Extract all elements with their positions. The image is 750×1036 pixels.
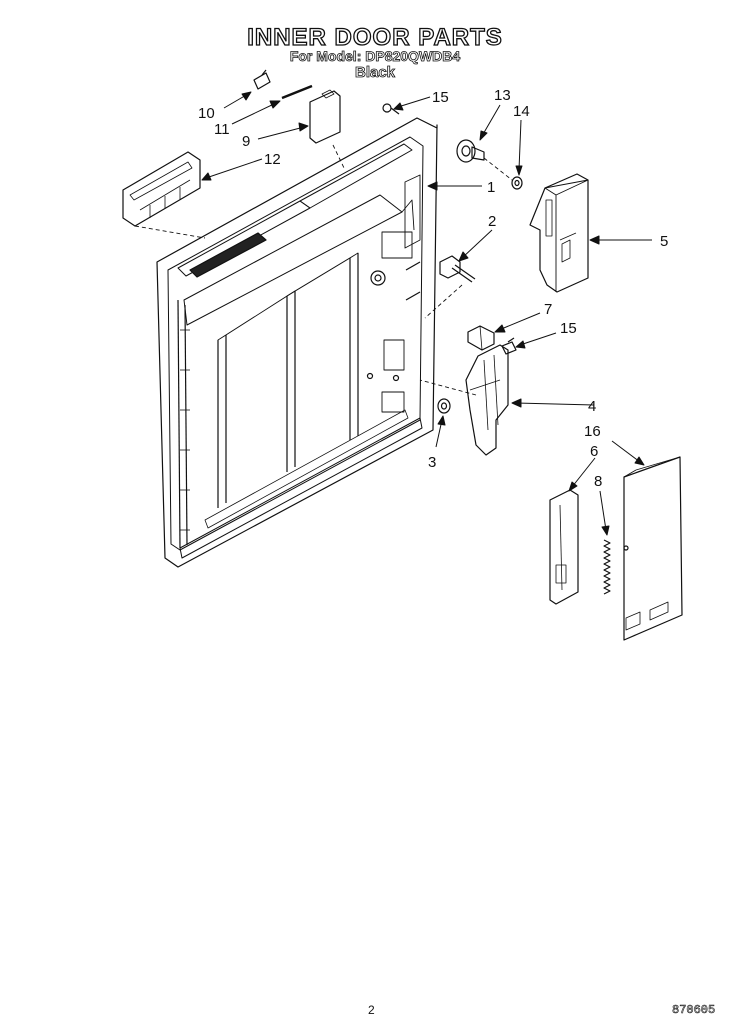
callout-16: 16 bbox=[584, 423, 601, 440]
document-code: 870605 bbox=[672, 1003, 716, 1018]
page-number: 2 bbox=[368, 1003, 375, 1017]
part-2-latch bbox=[439, 255, 476, 283]
page-title: INNER DOOR PARTS bbox=[247, 23, 503, 51]
part-7-clip bbox=[467, 325, 495, 351]
part-8-spring bbox=[603, 539, 611, 595]
callout-12: 12 bbox=[264, 151, 281, 168]
callout-labels: 10 11 9 12 15 13 14 1 2 5 7 15 4 3 16 6 … bbox=[198, 87, 668, 490]
callout-15-top: 15 bbox=[432, 89, 449, 106]
callout-8: 8 bbox=[594, 473, 602, 490]
part-13-knob bbox=[456, 139, 485, 163]
part-12-handle-bracket bbox=[122, 151, 201, 227]
part-15-screw-top bbox=[382, 103, 400, 115]
callout-2: 2 bbox=[488, 213, 496, 230]
part-10-screw bbox=[253, 69, 271, 90]
part-6-hinge-plate bbox=[549, 489, 579, 605]
callout-9: 9 bbox=[242, 133, 250, 150]
callout-5: 5 bbox=[660, 233, 668, 250]
inner-door-panel bbox=[156, 117, 438, 568]
leader-lines bbox=[201, 91, 652, 536]
callout-10: 10 bbox=[198, 105, 215, 122]
callout-6: 6 bbox=[590, 443, 598, 460]
color-label: Black bbox=[354, 64, 396, 82]
callout-14: 14 bbox=[513, 103, 530, 120]
part-15-screw-mid bbox=[501, 337, 517, 355]
callout-7: 7 bbox=[544, 301, 552, 318]
part-4-hinge-arm bbox=[465, 344, 509, 456]
part-16-side-panel bbox=[623, 456, 683, 641]
part-5-dispenser bbox=[529, 173, 589, 293]
callout-11: 11 bbox=[214, 121, 230, 138]
callout-3: 3 bbox=[428, 454, 436, 471]
callout-4: 4 bbox=[588, 398, 596, 415]
part-3-nut bbox=[437, 398, 451, 414]
callout-13: 13 bbox=[494, 87, 511, 104]
part-11-rod bbox=[281, 84, 313, 100]
model-line: For Model: DP820QWDB4 bbox=[289, 48, 461, 65]
callout-1: 1 bbox=[487, 179, 495, 196]
part-9-cover-plate bbox=[309, 89, 341, 144]
callout-15-mid: 15 bbox=[560, 320, 577, 337]
part-14-washer bbox=[511, 176, 523, 190]
